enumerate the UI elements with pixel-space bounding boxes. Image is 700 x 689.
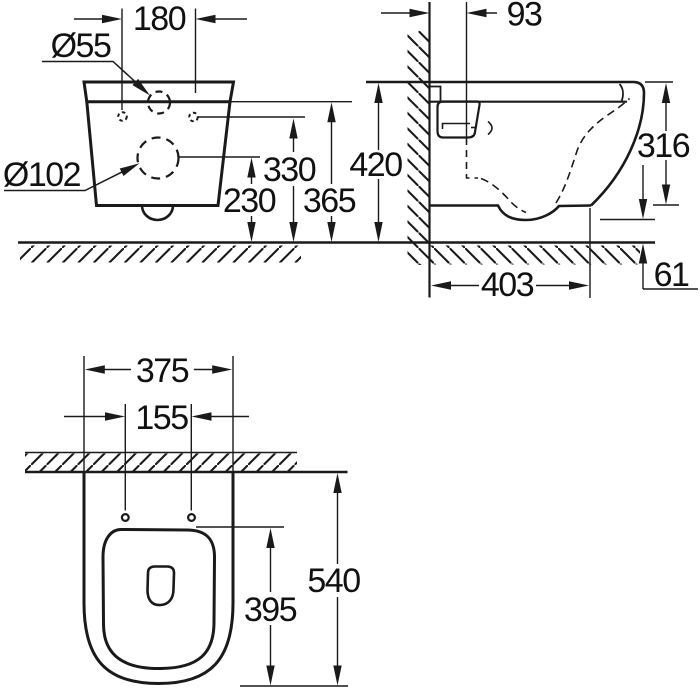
flush-inlet-box bbox=[436, 100, 481, 139]
dim-155-extensions bbox=[124, 404, 192, 511]
inner-bowl-dashed-right bbox=[555, 97, 631, 204]
dim-label-155: 155 bbox=[135, 399, 188, 437]
front-view bbox=[4, 8, 655, 263]
seat-hole-right-front bbox=[188, 111, 199, 123]
dim-180-arrow-left bbox=[102, 14, 122, 24]
dim-label-330: 330 bbox=[263, 151, 316, 189]
dim-label-flush-hole: Ø55 bbox=[51, 27, 111, 65]
outlet-hole-circle bbox=[136, 136, 180, 180]
dim-420-arrow-up bbox=[374, 83, 383, 103]
flush-hidden-line bbox=[465, 138, 478, 179]
outlet-hole-leader bbox=[4, 164, 137, 192]
dim-316-arrow-up bbox=[661, 83, 671, 103]
dim-155-arrow-left bbox=[105, 412, 125, 421]
dim-label-230: 230 bbox=[223, 182, 276, 220]
flush-hole-leader-arrow bbox=[132, 78, 150, 96]
inner-bowl-dashed-left bbox=[480, 177, 527, 214]
dim-93-arrow-right bbox=[466, 8, 487, 18]
dim-403-arrow-left bbox=[431, 281, 451, 290]
dim-540-arrow-down bbox=[333, 665, 342, 686]
dim-label-316: 316 bbox=[637, 127, 690, 165]
flush-channel-curve bbox=[487, 120, 493, 136]
side-rim-top bbox=[366, 80, 646, 207]
dim-365-arrow-up bbox=[327, 102, 336, 123]
front-floor-hatch bbox=[20, 245, 301, 263]
side-view bbox=[366, 2, 698, 298]
dim-180-arrow-right bbox=[195, 14, 216, 24]
dim-label-outlet-hole: Ø102 bbox=[3, 156, 81, 194]
top-view bbox=[25, 356, 348, 687]
dimension-labels: 180 Ø55 Ø102 230 330 365 93 420 316 403 … bbox=[3, 0, 691, 629]
dim-label-395: 395 bbox=[244, 591, 297, 629]
plan-seat-hole-left bbox=[120, 512, 130, 522]
dim-375-arrow-left bbox=[84, 365, 105, 374]
flush-inlet-inner-detail bbox=[441, 122, 470, 129]
dim-330-arrow-up bbox=[289, 118, 298, 139]
dim-230-arrow-up bbox=[247, 157, 256, 178]
dim-230-arrow-down bbox=[247, 222, 256, 242]
dim-395-arrow-down bbox=[266, 665, 275, 686]
side-wall-hatch bbox=[407, 31, 429, 265]
dim-365-arrow-down bbox=[327, 222, 336, 242]
dim-61-arrow-down bbox=[638, 199, 648, 219]
dim-label-420: 420 bbox=[349, 146, 402, 184]
dim-93-arrow-left bbox=[409, 8, 430, 18]
dim-label-403: 403 bbox=[481, 266, 534, 304]
dim-label-180: 180 bbox=[133, 0, 186, 38]
dim-61-arrow-up bbox=[638, 243, 648, 264]
plan-seat-hole-right bbox=[187, 512, 197, 522]
dim-540-arrow-up bbox=[333, 473, 342, 493]
plan-wall-hatch bbox=[25, 453, 297, 471]
seat-hole-left-front bbox=[117, 111, 128, 122]
dim-420-arrow-down bbox=[374, 222, 383, 242]
dim-label-365: 365 bbox=[303, 182, 356, 220]
plan-body-outline bbox=[82, 472, 235, 686]
plan-rim-outline bbox=[101, 527, 217, 671]
dim-330-arrow-down bbox=[289, 222, 298, 242]
plan-drain-outline bbox=[146, 565, 176, 607]
dim-375-arrow-right bbox=[212, 365, 233, 374]
side-bowl-bottom bbox=[429, 204, 592, 222]
dim-61-stems bbox=[642, 165, 698, 290]
side-seat-back-edge bbox=[618, 83, 624, 102]
dim-395-arrow-up bbox=[266, 528, 275, 548]
outlet-hole-leader-arrow bbox=[119, 163, 140, 176]
front-bowl-body bbox=[85, 101, 232, 207]
dim-375-extensions bbox=[83, 356, 234, 471]
dim-label-93: 93 bbox=[507, 0, 542, 34]
front-outlet-bump bbox=[140, 205, 175, 222]
dim-180-extensions bbox=[121, 8, 197, 110]
side-wall-notch bbox=[429, 85, 442, 102]
dim-403-arrow-right bbox=[569, 281, 589, 290]
side-floor-hatch bbox=[430, 245, 640, 265]
dim-316-arrow-down bbox=[661, 184, 671, 205]
dim-155-arrow-right bbox=[191, 412, 212, 421]
flush-hole-leader bbox=[42, 60, 148, 94]
flush-hole-circle bbox=[146, 90, 172, 115]
dim-label-540: 540 bbox=[307, 562, 360, 600]
dim-label-375: 375 bbox=[136, 352, 189, 390]
dim-label-61: 61 bbox=[654, 256, 689, 294]
